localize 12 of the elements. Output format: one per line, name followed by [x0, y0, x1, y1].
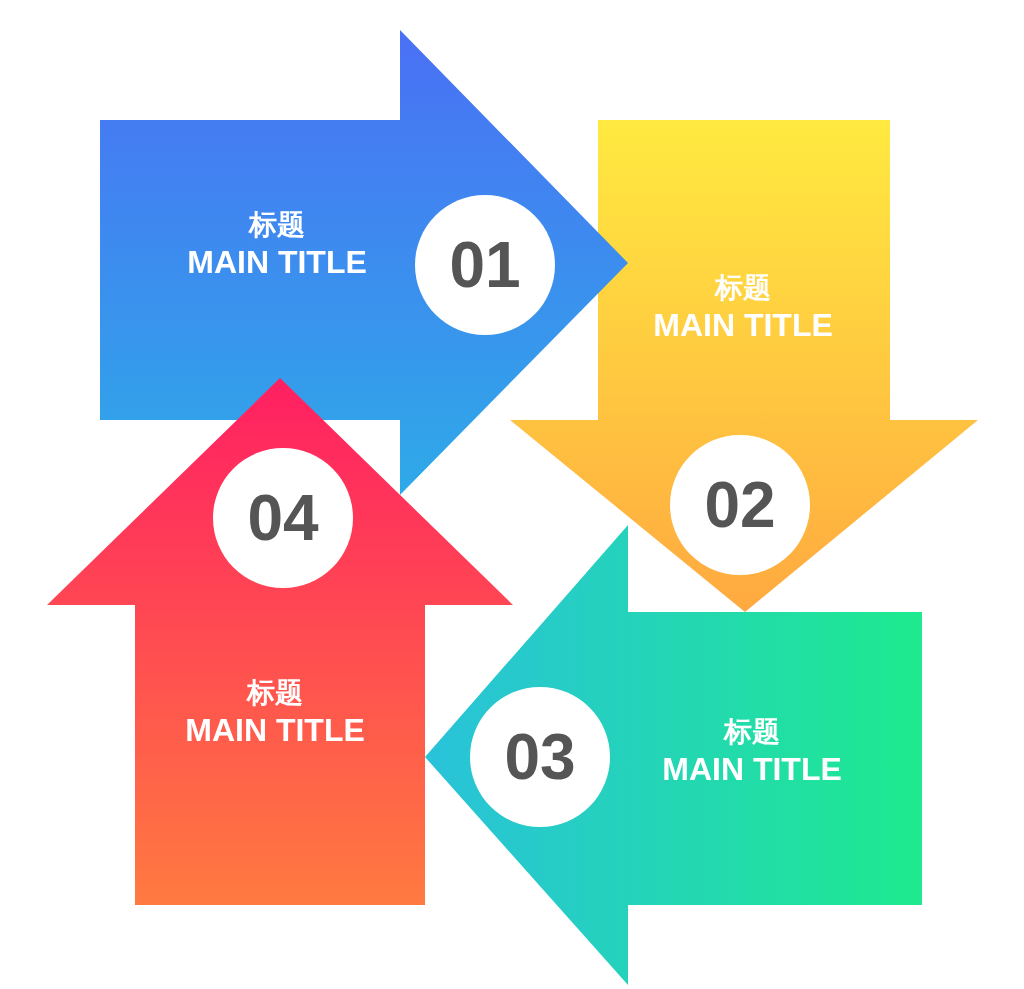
- title-text: MAIN TITLE: [185, 711, 365, 750]
- title-chinese: 标题: [724, 715, 780, 749]
- title-chinese: 标题: [247, 676, 303, 710]
- title-text: MAIN TITLE: [653, 306, 833, 345]
- step-number: 01: [449, 233, 521, 297]
- step-number: 03: [504, 725, 576, 789]
- title-chinese: 标题: [715, 271, 771, 305]
- title-text: MAIN TITLE: [187, 243, 367, 282]
- title-chinese: 标题: [249, 208, 305, 242]
- title-text: MAIN TITLE: [662, 750, 842, 789]
- step-number: 02: [704, 473, 776, 537]
- step-number: 04: [247, 486, 319, 550]
